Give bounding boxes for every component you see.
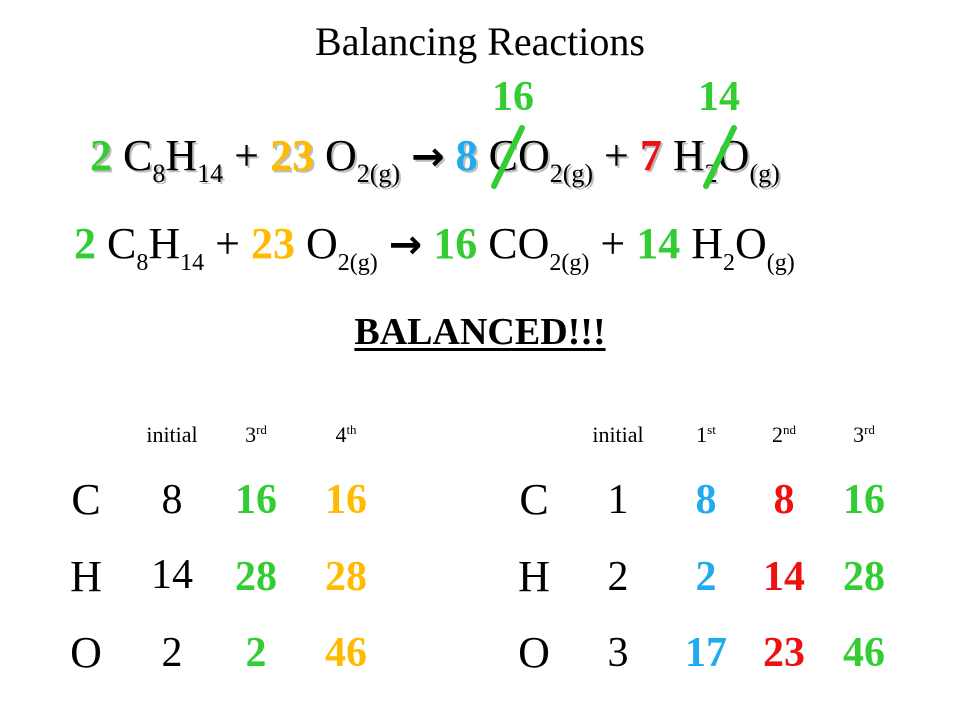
header-text: initial: [146, 422, 198, 447]
coef-c8h14: 2: [90, 131, 112, 180]
coef-c8h14: 2: [74, 219, 96, 268]
right-row-h-initial: 2: [607, 554, 629, 600]
plus-sign: +: [604, 131, 629, 180]
page-title: Balancing Reactions: [315, 19, 645, 64]
header-text: initial: [592, 422, 644, 447]
subscript-co2: 2(g): [549, 159, 594, 188]
subscript-co2: 2(g): [549, 250, 590, 276]
right-row-o-2nd: 23: [763, 630, 805, 676]
coef-co2: 16: [433, 219, 478, 268]
formula-c: C: [107, 219, 137, 268]
header-text: 2: [772, 422, 783, 447]
left-row-o-4th: 46: [325, 630, 367, 676]
reaction-arrow: →: [388, 222, 423, 268]
right-header-3rd: 3rd: [824, 422, 904, 448]
header-text: 3: [853, 422, 865, 447]
h2o-corrected-coefficient: 14: [698, 74, 740, 120]
subscript-h: 14: [180, 250, 205, 276]
right-row-h-3rd: 28: [843, 554, 885, 600]
subscript-o2: 2(g): [356, 159, 401, 188]
formula-h2o-h: H: [672, 131, 705, 180]
left-header-3rd: 3rd: [216, 422, 296, 448]
equation-balanced: 2 C8H14 + 23 O2(g) → 16 CO2(g) + 14 H2O(…: [74, 218, 795, 275]
strike-slash-h2o: [703, 125, 737, 189]
right-row-c-3rd: 16: [843, 477, 885, 523]
plus-sign: +: [234, 131, 259, 180]
header-sup: nd: [783, 422, 796, 437]
left-row-o-initial: 2: [161, 630, 183, 676]
reaction-arrow: →: [411, 134, 445, 180]
right-row-c-element: C: [519, 475, 549, 524]
coef-h2o: 7: [639, 131, 662, 180]
left-row-o-3rd: 2: [245, 630, 267, 676]
plus-sign: +: [215, 219, 240, 268]
equation-unbalanced: 2 C8H14 + 23 O2(g) → 8 CO2(g) + 7 H2O(g): [90, 130, 780, 187]
subscript-c: 8: [152, 159, 166, 188]
left-row-c-4th: 16: [325, 477, 367, 523]
right-row-o-3rd: 46: [843, 630, 885, 676]
formula-h2o-h: H: [691, 219, 723, 268]
formula-h: H: [165, 131, 198, 180]
co2-corrected-coefficient: 16: [492, 74, 534, 120]
formula-o2: O: [305, 219, 338, 268]
header-text: 1: [696, 422, 708, 447]
formula-c: C: [123, 131, 153, 180]
balanced-text: BALANCED!!!: [354, 311, 606, 353]
right-row-o-initial: 3: [607, 630, 629, 676]
plus-sign: +: [600, 219, 626, 268]
right-row-c-1st: 8: [695, 477, 717, 523]
right-row-h-2nd: 14: [763, 554, 805, 600]
header-sup: th: [346, 422, 357, 437]
header-text: 3: [245, 422, 257, 447]
left-row-h-3rd: 28: [235, 554, 277, 600]
right-row-h-element: H: [518, 552, 550, 601]
balanced-label: BALANCED!!!: [0, 310, 960, 354]
coef-o2: 23: [250, 219, 295, 268]
left-row-h-element: H: [70, 552, 102, 601]
right-row-h-1st: 2: [695, 554, 717, 600]
right-row-c-2nd: 8: [773, 477, 795, 523]
right-row-o-1st: 17: [685, 630, 727, 676]
left-row-c-element: C: [71, 475, 101, 524]
left-row-c-initial: 8: [161, 477, 183, 523]
left-row-o-element: O: [70, 628, 102, 677]
formula-o2: O: [324, 131, 357, 180]
header-sup: rd: [864, 422, 875, 437]
coef-h2o: 14: [636, 219, 681, 268]
right-row-c-initial: 1: [607, 477, 629, 523]
header-sup: st: [707, 422, 716, 437]
right-header-1st: 1st: [666, 422, 746, 448]
header-text: 4: [335, 422, 347, 447]
strike-slash-co2: [491, 125, 525, 189]
subscript-h2o-o: (g): [749, 159, 780, 188]
subscript-o2: 2(g): [337, 250, 378, 276]
formula-h2o-o: O: [734, 219, 767, 268]
header-sup: rd: [256, 422, 267, 437]
left-row-h-initial: 14: [151, 552, 193, 598]
left-header-initial: initial: [132, 422, 212, 448]
right-header-initial: initial: [578, 422, 658, 448]
formula-co2: CO: [488, 219, 550, 268]
left-header-4th: 4th: [306, 422, 386, 448]
subscript-c: 8: [136, 250, 149, 276]
subscript-h2o-h: 2: [722, 250, 735, 276]
left-row-c-3rd: 16: [235, 477, 277, 523]
left-row-h-4th: 28: [325, 554, 367, 600]
coef-co2: 8: [455, 131, 478, 180]
right-header-2nd: 2nd: [744, 422, 824, 448]
formula-h: H: [148, 219, 181, 268]
subscript-h2o-o: (g): [766, 250, 795, 276]
right-row-o-element: O: [518, 628, 550, 677]
coef-o2: 23: [269, 131, 314, 180]
subscript-h: 14: [197, 159, 224, 188]
